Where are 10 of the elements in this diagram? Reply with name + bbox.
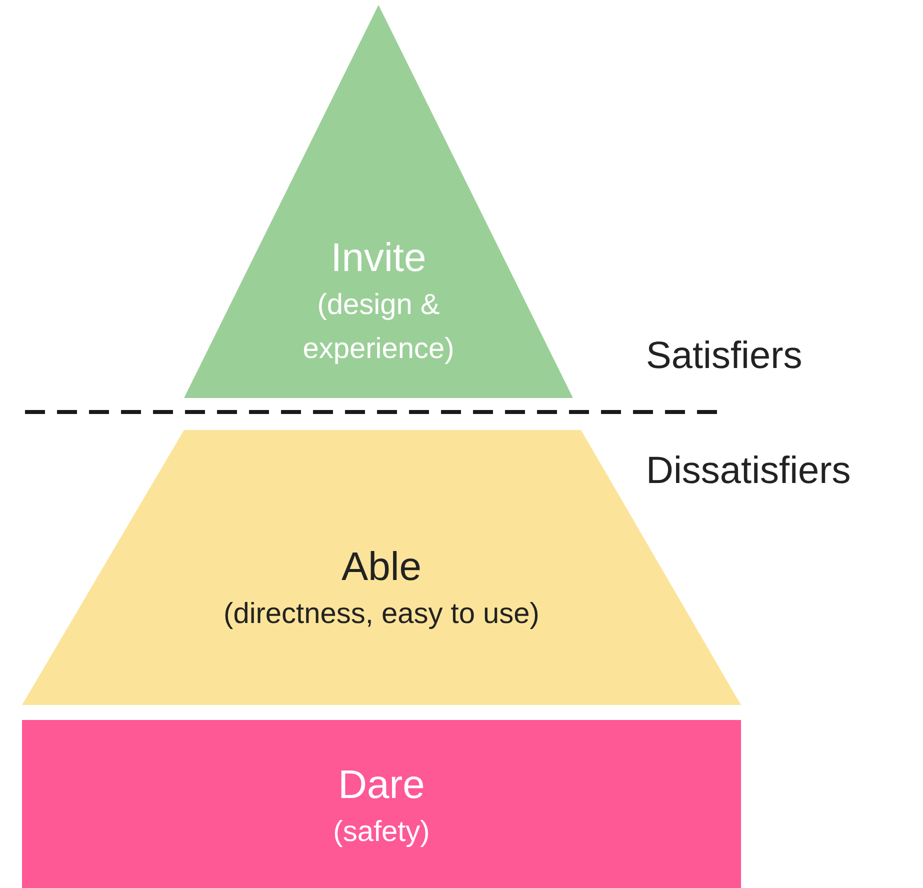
tier-description: (safety) — [333, 815, 430, 850]
tier-title: Invite — [330, 235, 426, 282]
tier-title: Dare — [338, 762, 425, 809]
tier-title: Able — [341, 544, 422, 591]
triangle-tier — [184, 5, 573, 398]
tier-description: (design & experience) — [302, 288, 456, 367]
tier-description: (directness, easy to use) — [224, 597, 540, 632]
rectangle-tier — [22, 720, 741, 888]
category-label: Satisfiers — [646, 334, 802, 379]
category-label: Dissatisfiers — [646, 449, 851, 494]
